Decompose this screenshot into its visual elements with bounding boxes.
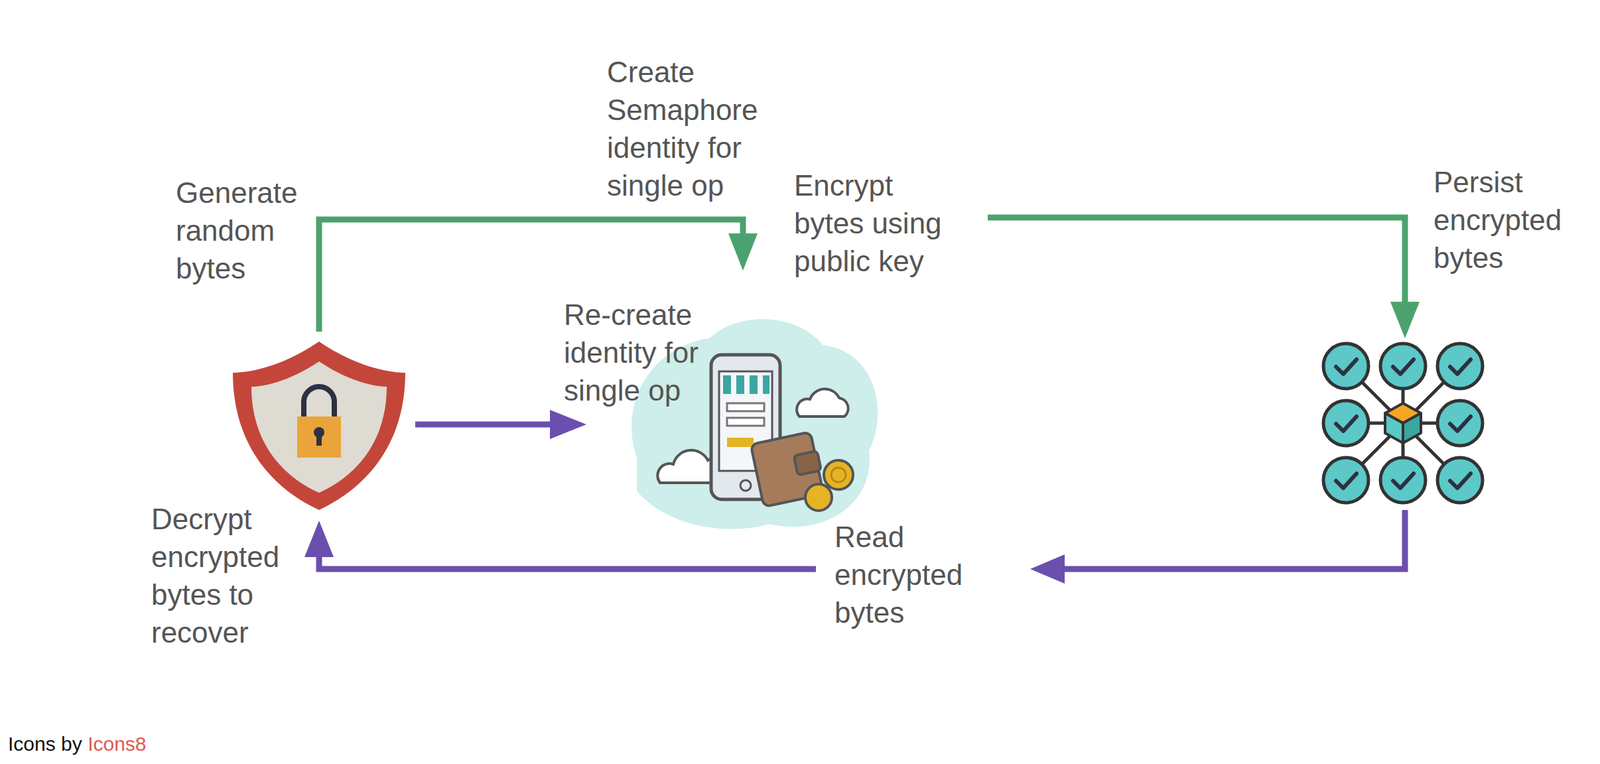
purple-arrow [319, 554, 816, 570]
awning-stripe [723, 375, 732, 395]
checkmark [1393, 473, 1414, 489]
coin [823, 460, 854, 490]
checkmark [1393, 359, 1414, 375]
check-circle [1437, 457, 1483, 503]
checkmark [1335, 359, 1357, 375]
coin [805, 484, 832, 511]
shield-inner [251, 361, 387, 493]
purple-arrow [1061, 510, 1405, 570]
step-label: Decrypt encrypted bytes to recover [151, 500, 294, 652]
shield-icon [232, 341, 406, 511]
checkmark [1450, 416, 1471, 432]
card [727, 437, 754, 448]
home-button [740, 480, 751, 491]
check-circle [1323, 343, 1369, 389]
check-circle [1437, 343, 1483, 389]
purple-arrow [415, 421, 552, 428]
arrow-head [1030, 554, 1065, 584]
step-label: Persist encrypted bytes [1433, 163, 1577, 277]
shield-outer [232, 341, 406, 511]
credit-text: Icons by [7, 732, 83, 757]
green-arrow [987, 217, 1405, 304]
awning-stripe [762, 375, 770, 395]
coin-mark [831, 467, 846, 483]
arrow-head [304, 520, 334, 558]
credit-link: Icons8 [87, 732, 146, 757]
awning-stripe [749, 375, 758, 395]
checkmark [1450, 473, 1471, 489]
cube [1402, 413, 1421, 444]
step-label: Read encrypted bytes [834, 518, 978, 632]
small-cloud [796, 389, 849, 417]
arrow-head [549, 409, 587, 440]
awning-stripe [736, 375, 745, 395]
padlock-body [297, 416, 341, 458]
network-icon [1323, 343, 1483, 503]
cube [1385, 413, 1403, 444]
step-label: Generate random bytes [175, 173, 306, 288]
arrow-head [728, 233, 758, 271]
wallet-clasp [794, 451, 822, 476]
step-label: Create Semaphore identity for single op [606, 53, 773, 205]
padlock-shackle [303, 386, 335, 420]
arrow-head [1390, 301, 1420, 339]
keyhole [316, 433, 322, 446]
checkmark [1335, 473, 1357, 489]
check-circle [1323, 457, 1369, 503]
check-circle [1437, 400, 1483, 446]
checkmark [1335, 416, 1357, 432]
step-label: Re-create identity for single op [563, 295, 730, 410]
check-circle [1380, 457, 1426, 503]
screen-bar [727, 417, 765, 426]
check-circle [1323, 400, 1369, 446]
step-label: Encrypt bytes using public key [794, 166, 964, 280]
check-circle [1380, 343, 1426, 389]
screen-bar [727, 403, 765, 412]
checkmark [1450, 359, 1471, 375]
